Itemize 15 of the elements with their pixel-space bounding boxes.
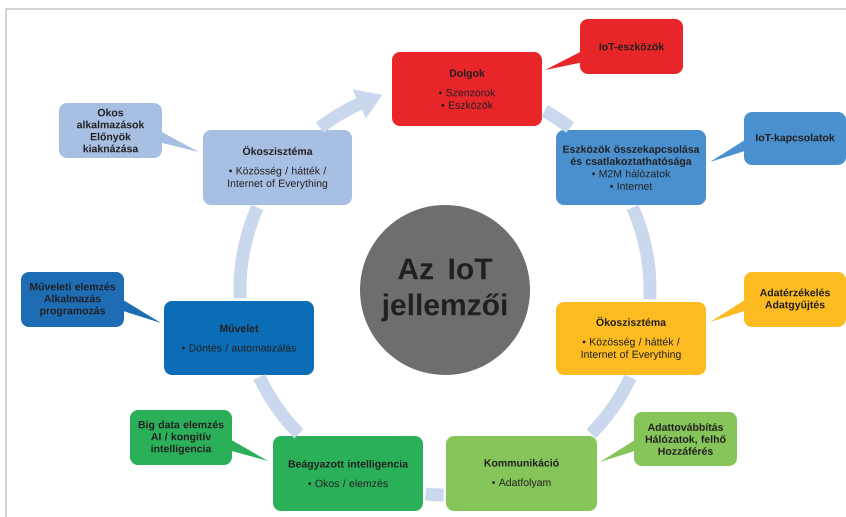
- callout-bubble: Adattovábbítás Hálózatok, felhő Hozzáférés: [600, 412, 737, 466]
- callout-bubble: Műveleti elemzés Alkalmazás programozás: [21, 272, 161, 327]
- feature-box: Művelet • Döntés / automatizálás: [164, 301, 314, 375]
- callout-bubble: Big data elemzés AI / kongitív intelligencia: [130, 410, 268, 465]
- cycle-arrow: [316, 89, 382, 133]
- feature-box: Kommunikáció • Adatfolyam: [446, 436, 597, 511]
- callout-bubble: Okos alkalmazások Előnyök kiaknázása: [59, 103, 199, 158]
- callout-bubble: IoT-eszközök: [545, 19, 683, 74]
- feature-box: Eszközök összekapcsolása és csatlakoztathatósága • M2M hálózatok • Internet: [556, 130, 706, 205]
- feature-box: Ökoszisztéma • Közösség / hátték / Internet of Everything: [556, 302, 706, 375]
- feature-box: Beágyazott intelligencia • Okos / elemzés: [273, 436, 423, 511]
- callout-bubble: IoT-kapcsolatok: [710, 112, 846, 165]
- feature-box: Ökoszisztéma • Közösség / hátték / Internet of Everything: [203, 130, 352, 205]
- callout-bubble: Adatérzékelés Adatgyűjtés: [710, 272, 846, 327]
- feature-box: Dolgok • Szenzorok • Eszközök: [392, 52, 542, 126]
